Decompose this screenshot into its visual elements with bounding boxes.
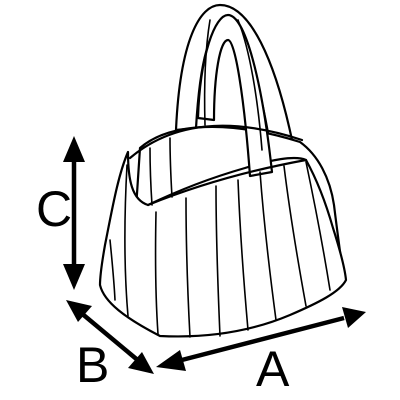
dimension-b: B	[66, 300, 154, 393]
stripe	[169, 137, 173, 198]
dimension-a-label: A	[256, 341, 290, 397]
bag-front-panel	[98, 150, 348, 338]
bag-stripes	[109, 137, 331, 338]
stripe	[124, 164, 129, 317]
dimension-a-arrowhead-right	[342, 307, 366, 328]
dimension-a-line	[177, 315, 345, 364]
dimension-b-arrowhead-bottom	[128, 352, 154, 374]
dimension-b-label: B	[76, 337, 109, 393]
dimension-a: A	[156, 307, 366, 397]
bag-opening-edge	[128, 124, 304, 160]
dimension-b-line	[78, 310, 142, 364]
stripe	[154, 211, 159, 335]
dimension-c: C	[36, 136, 85, 290]
dimension-c-label: C	[36, 181, 72, 237]
stripe	[259, 171, 277, 321]
stripe	[237, 179, 249, 331]
tote-bag-icon	[98, 3, 348, 338]
stripe	[185, 197, 191, 338]
handle-stripe	[203, 19, 211, 126]
stripe	[215, 185, 221, 337]
handle-stripe	[237, 19, 263, 151]
dimension-a-arrowhead-left	[156, 350, 186, 371]
stripe	[109, 239, 116, 301]
bag-fold-line	[146, 158, 308, 207]
dimension-c-arrowhead-bottom	[63, 264, 85, 290]
dimension-c-arrowhead-top	[63, 136, 85, 162]
bag-handle-front	[196, 13, 274, 178]
stripe	[283, 165, 307, 307]
stripe	[149, 147, 153, 206]
dimension-b-arrowhead-top	[66, 300, 92, 322]
stripe	[305, 161, 331, 291]
